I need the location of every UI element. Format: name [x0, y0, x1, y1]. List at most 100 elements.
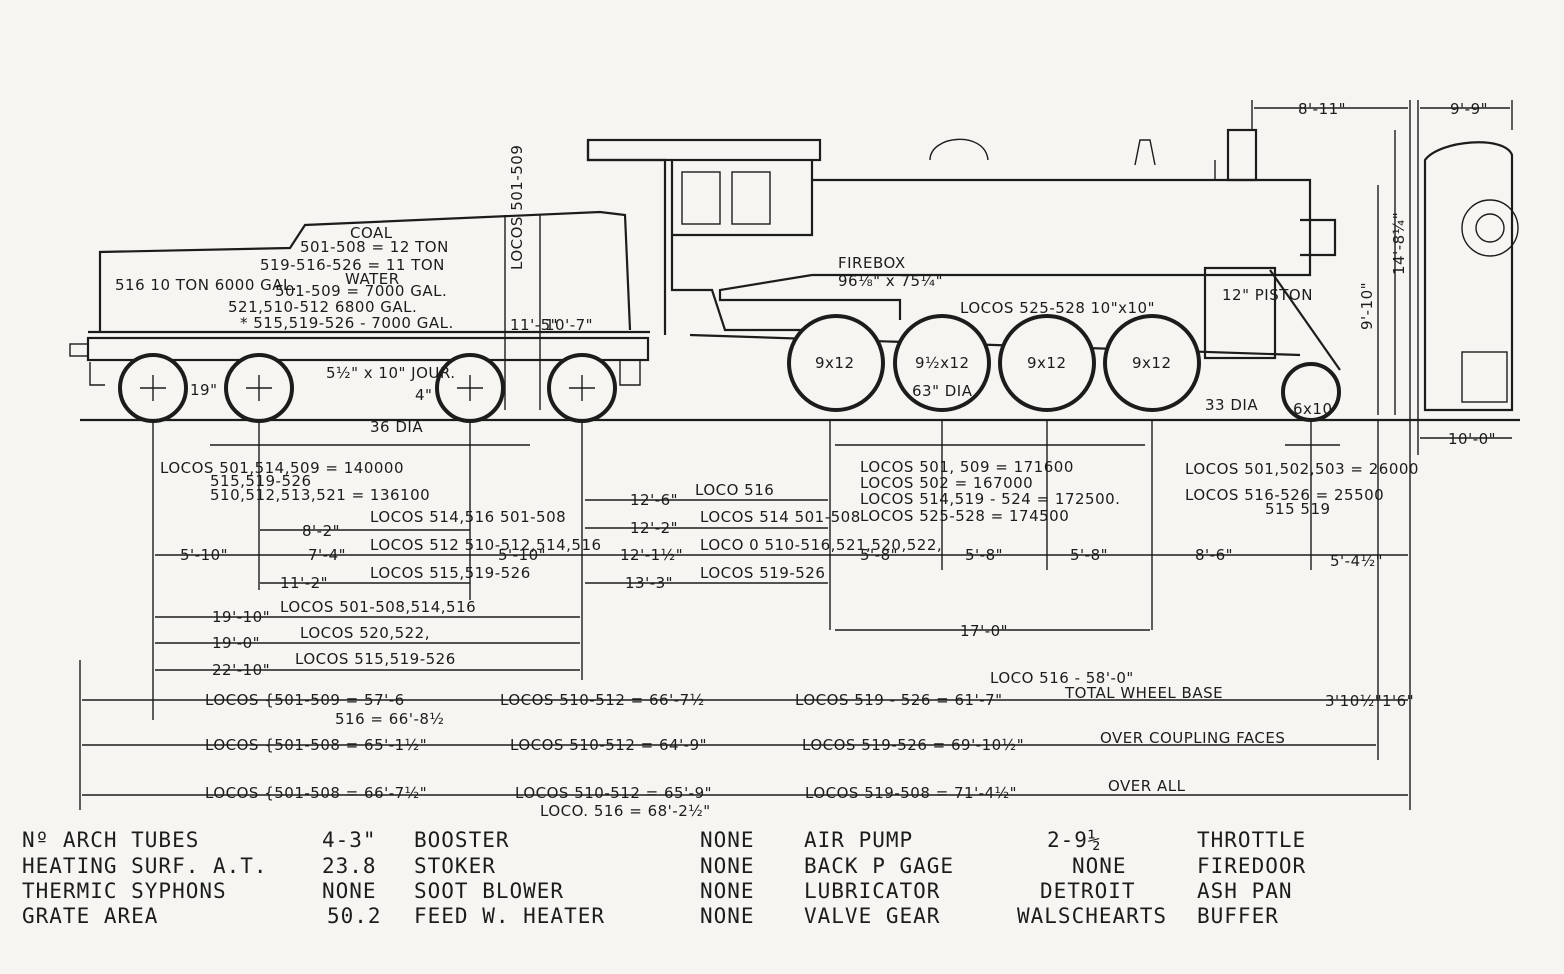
pilot-weight-b: LOCOS 516-526 = 25500 — [1185, 486, 1384, 504]
wheelbase-d: LOCOS 519 - 526 = 61'-7" — [795, 691, 1003, 709]
overall-label: OVER ALL — [1108, 777, 1186, 795]
spec-value: DETROIT — [1040, 879, 1136, 903]
coal-capacity-2: 519-516-526 = 11 TON — [260, 256, 445, 274]
spec-label: ASH PAN — [1197, 879, 1293, 903]
engine-labels: FIREBOX 96⅛" x 75¼" LOCOS 525-528 10"x10… — [815, 100, 1496, 448]
dim-5-8-c: 5'-8" — [1070, 546, 1108, 564]
driver-label-1: 9x12 — [815, 354, 855, 372]
note-12-2: LOCOS 514 501-508 — [700, 508, 861, 526]
driving-wheels — [787, 314, 1341, 422]
spec-value: 4-3" — [322, 828, 377, 852]
top-dim-2: 9'-9" — [1450, 100, 1488, 118]
coupling-b: LOCOS 510-512 = 64'-9" — [510, 736, 707, 754]
tender-dim-10: 10'-7" — [545, 316, 593, 334]
firebox-size: 96⅛" x 75¼" — [838, 272, 943, 290]
top-dim-1: 8'-11" — [1298, 100, 1346, 118]
dim-17-0: 17'-0" — [960, 622, 1008, 640]
driver-weight-d: LOCOS 525-528 = 174500 — [860, 507, 1069, 525]
spec-value: NONE — [700, 828, 755, 852]
coal-title: COAL — [350, 224, 393, 242]
spec-value: 23.8 — [322, 854, 377, 878]
spec-value: NONE — [700, 904, 755, 928]
journal-size: 5½" x 10" JOUR. — [326, 364, 456, 382]
note-13-3: LOCOS 519-526 — [700, 564, 825, 582]
piston-label: 12" PISTON — [1222, 286, 1313, 304]
coupling-label: OVER COUPLING FACES — [1100, 729, 1285, 747]
driver-weight-b: LOCOS 502 = 167000 — [860, 474, 1033, 492]
spec-row: Nº ARCH TUBES 4-3" BOOSTER NONE AIR PUMP… — [22, 828, 1362, 852]
spec-label: FEED W. HEATER — [414, 904, 606, 928]
dim-12-6: 12'-6" — [630, 491, 678, 509]
wheelbase-b: 516 = 66'-8½ — [335, 710, 444, 728]
total-length-labels: LOCOS {501-509 = 57'-6 516 = 66'-8½ LOCO… — [205, 669, 1285, 820]
dim-5-10-b: 5'-10" — [498, 546, 546, 564]
cab-outline — [586, 138, 830, 335]
pilot-weight-b2: 515 519 — [1265, 500, 1331, 518]
dim-7-4: 7'-4" — [308, 546, 346, 564]
wheelbase-label: TOTAL WHEEL BASE — [1064, 684, 1223, 702]
tender-outline — [69, 210, 650, 386]
spec-label: BACK P GAGE — [804, 854, 955, 878]
spec-label: VALVE GEAR — [804, 904, 941, 928]
coupling-c: LOCOS 519-526 = 69'-10½" — [802, 736, 1024, 754]
wheelbase-e: LOCO 516 - 58'-0" — [990, 669, 1134, 687]
front-view-outline — [1423, 141, 1519, 412]
water-title: WATER — [345, 270, 400, 288]
spec-value: NONE — [700, 854, 755, 878]
note-8-2: LOCOS 514,516 501-508 — [370, 508, 566, 526]
dim-8-6: 8'-6" — [1195, 546, 1233, 564]
dim-8-2: 8'-2" — [302, 522, 340, 540]
tender-labels: COAL 501-508 = 12 TON 519-516-526 = 11 T… — [115, 145, 593, 436]
note-19-0: LOCOS 520,522, — [300, 624, 430, 642]
cylinder-note: LOCOS 525-528 10"x10" — [960, 299, 1155, 317]
spec-label: AIR PUMP — [804, 828, 914, 852]
driving-wheel — [893, 314, 991, 412]
note-7-4: LOCOS 512 510-512,514,516 — [370, 536, 602, 554]
water-capacity-3: * 515,519-526 - 7000 GAL. — [240, 314, 454, 332]
note-22-10: LOCOS 515,519-526 — [295, 650, 456, 668]
tender-dim-4: 4" — [415, 386, 432, 404]
tender-weight-b: 510,512,513,521 = 136100 — [210, 486, 430, 504]
overall-a: LOCOS {501-508 = 66'-7½" — [205, 784, 427, 802]
wheelbase-c: LOCOS 510-512 = 66'-7½ — [500, 691, 705, 709]
dim-22-10: 22'-10" — [212, 661, 270, 679]
spec-value: NONE — [322, 879, 377, 903]
pilot-weight-a: LOCOS 501,502,503 = 26000 — [1185, 460, 1419, 478]
spec-label: SOOT BLOWER — [414, 879, 565, 903]
dim-12-1: 12'-1½" — [620, 546, 683, 564]
width-dim: 10'-0" — [1448, 430, 1496, 448]
dim-19-0: 19'-0" — [212, 634, 260, 652]
dim-5-4: 5'-4½" — [1330, 552, 1383, 570]
spec-label: Nº ARCH TUBES — [22, 828, 200, 852]
dim-11-2: 11'-2" — [280, 574, 328, 592]
height-dim-2: 9'-10" — [1358, 282, 1376, 330]
dim-5-10-a: 5'-10" — [180, 546, 228, 564]
driver-label-4: 9x12 — [1132, 354, 1172, 372]
driving-wheel — [787, 314, 885, 412]
spec-value: NONE — [700, 879, 755, 903]
spec-row: HEATING SURF. A.T. 23.8 STOKER NONE BACK… — [22, 854, 1362, 878]
dimension-lines — [79, 100, 1513, 810]
spec-label: THROTTLE — [1197, 828, 1307, 852]
spec-label: THERMIC SYPHONS — [22, 879, 227, 903]
note-19-10: LOCOS 501-508,514,516 — [280, 598, 476, 616]
dim-13-3: 13'-3" — [625, 574, 673, 592]
tender-wheel-dia: 36 DIA — [370, 418, 423, 436]
driver-weight-a: LOCOS 501, 509 = 171600 — [860, 458, 1074, 476]
driver-label-2: 9½x12 — [915, 354, 970, 372]
dim-5-8-a: 5'-8" — [860, 546, 898, 564]
pilot-label: 6x10 — [1293, 400, 1333, 418]
spec-row: GRATE AREA 50.2 FEED W. HEATER NONE VALV… — [22, 904, 1362, 928]
tender-vertical-locos: LOCOS 501-509 — [508, 145, 526, 270]
coupling-a: LOCOS {501-508 = 65'-1½" — [205, 736, 427, 754]
note-11-2: LOCOS 515,519-526 — [370, 564, 531, 582]
spec-label: GRATE AREA — [22, 904, 159, 928]
note-12-6: LOCO 516 — [695, 481, 774, 499]
spec-value: 50.2 — [327, 904, 382, 928]
water-capacity-2: 521,510-512 6800 GAL. — [228, 298, 417, 316]
pilot-dia: 33 DIA — [1205, 396, 1258, 414]
coal-capacity-1: 501-508 = 12 TON — [300, 238, 449, 256]
tender-dim-19: 19" — [190, 381, 218, 399]
driving-wheel — [998, 314, 1096, 412]
